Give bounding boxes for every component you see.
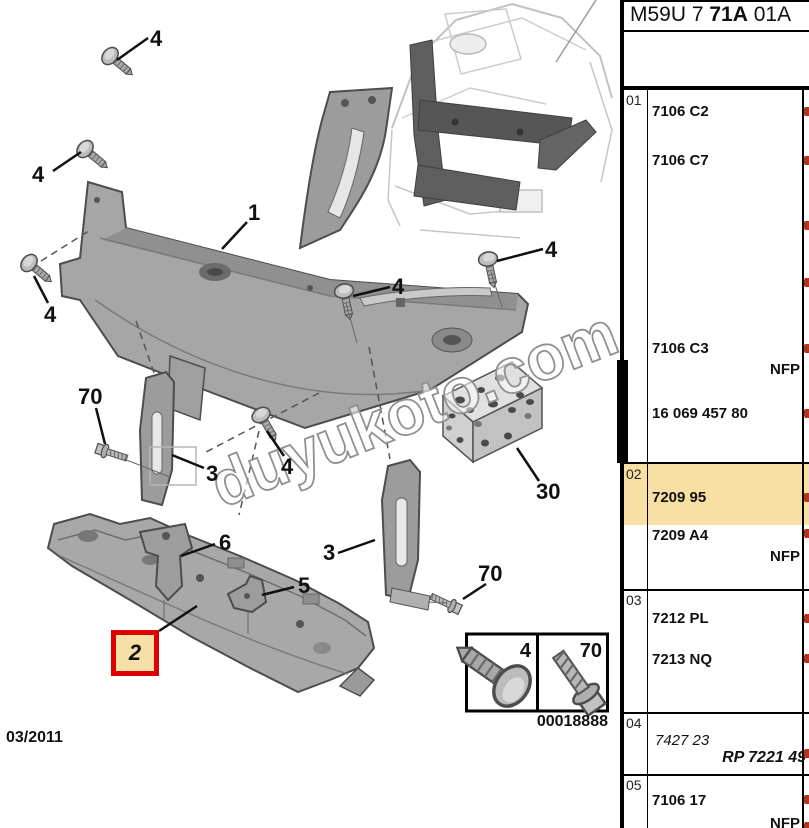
clipped-red-text-mark: [804, 614, 809, 623]
reference-bold: 71A: [709, 3, 748, 26]
right-column-divider: [802, 90, 804, 828]
diagram-date-code: 03/2011: [6, 729, 63, 746]
clipped-red-text-mark: [804, 156, 809, 165]
clipped-red-text-mark: [804, 529, 809, 538]
part-number[interactable]: 7213 NQ: [652, 651, 713, 668]
row-divider-4: [622, 774, 809, 776]
callout-30[interactable]: 30: [536, 479, 560, 504]
callout-5[interactable]: 5: [298, 573, 310, 598]
callout-70-a[interactable]: 70: [78, 384, 102, 409]
callout-3-b[interactable]: 3: [323, 540, 335, 565]
num-column-divider: [647, 90, 648, 828]
clipped-red-text-mark: [804, 749, 809, 758]
nfp-flag: NFP: [770, 361, 800, 378]
part-1-upper-crossmember: [58, 86, 530, 430]
part-number[interactable]: 7106 C2: [652, 103, 709, 120]
callout-6[interactable]: 6: [219, 530, 231, 555]
part-number[interactable]: 7106 17: [652, 792, 707, 809]
clipped-red-text-mark: [804, 278, 809, 287]
nfp-flag: NFP: [770, 548, 800, 565]
clipped-red-text-mark: [804, 344, 809, 353]
part-number-selected[interactable]: 7209 95: [652, 489, 707, 506]
part-number[interactable]: 7209 A4: [652, 527, 709, 544]
assembly-axis-lines: [123, 271, 503, 634]
diagram-sheet-number: 00018888: [536, 713, 608, 730]
selected-callout-2[interactable]: 2: [111, 630, 159, 676]
clipped-red-text-mark: [804, 221, 809, 230]
part-number[interactable]: 16 069 457 80: [652, 405, 748, 422]
callout-labels: 4 4 4 1 4 4 4 70 3 30 6 5 3 70: [32, 26, 560, 598]
clipped-red-text-mark: [804, 795, 809, 804]
callout-70-b[interactable]: 70: [478, 561, 502, 586]
callout-4-c[interactable]: 4: [44, 302, 57, 327]
clipped-red-text-mark: [804, 409, 809, 418]
clipped-red-text-mark: [804, 822, 809, 828]
part-2-lower-crossmember: [46, 512, 376, 697]
row-index-05: 05: [626, 777, 642, 793]
callout-4-d[interactable]: 4: [392, 274, 405, 299]
part-number[interactable]: 7212 PL: [652, 610, 709, 627]
header-bottom-divider: [620, 86, 809, 90]
fastener-legend-inset: 4 70: [443, 628, 611, 720]
callout-1[interactable]: 1: [248, 200, 260, 225]
exploded-parts-diagram: duyukoto.com 4 4 4 1 4 4 4 70 3 30 6 5 3…: [16, 0, 620, 720]
part-6-clip: [138, 522, 194, 602]
row-index-03: 03: [626, 592, 642, 608]
callout-4-e[interactable]: 4: [545, 237, 558, 262]
clipped-red-text-mark: [804, 654, 809, 663]
part-3-left-bracket: [138, 370, 197, 507]
table-border-top: [620, 0, 809, 2]
row-divider-3: [622, 712, 809, 714]
part-number[interactable]: 7106 C7: [652, 152, 709, 169]
row-divider-1: [622, 462, 809, 464]
replacement-part-number[interactable]: RP 7221 49: [722, 749, 806, 766]
part-30-hardware-kit: [441, 361, 544, 464]
vehicle-locator-illustration: [387, 0, 613, 239]
callout-3-a[interactable]: 3: [206, 461, 218, 486]
reference-prefix: M59U 7: [630, 3, 710, 26]
table-left-thick-marker: [617, 360, 628, 463]
clipped-red-text-mark: [804, 493, 809, 502]
part-number[interactable]: 7427 23: [655, 732, 710, 749]
part-number[interactable]: 7106 C3: [652, 340, 709, 357]
assembly-dashed-lines: [40, 228, 391, 516]
header-divider: [620, 30, 809, 32]
selected-row-highlight: [624, 464, 809, 525]
part-3-right-bracket: [380, 458, 431, 611]
callout-4-b[interactable]: 4: [32, 162, 45, 187]
inset-label-screw-4: 4: [520, 640, 532, 662]
callout-leader-lines: [32, 36, 544, 633]
clipped-red-text-mark: [804, 107, 809, 116]
page-reference-code: M59U 7 71A 01A: [630, 3, 791, 27]
callout-4-f[interactable]: 4: [281, 454, 294, 479]
callout-4-a[interactable]: 4: [150, 26, 163, 51]
nfp-flag: NFP: [770, 815, 800, 828]
reference-suffix: 01A: [747, 3, 792, 26]
part-5-bracket: [226, 574, 268, 614]
row-index-02: 02: [626, 466, 642, 482]
row-divider-2: [622, 589, 809, 591]
inset-label-screw-70: 70: [580, 640, 602, 662]
row-index-01: 01: [626, 92, 642, 108]
row-index-04: 04: [626, 715, 642, 731]
